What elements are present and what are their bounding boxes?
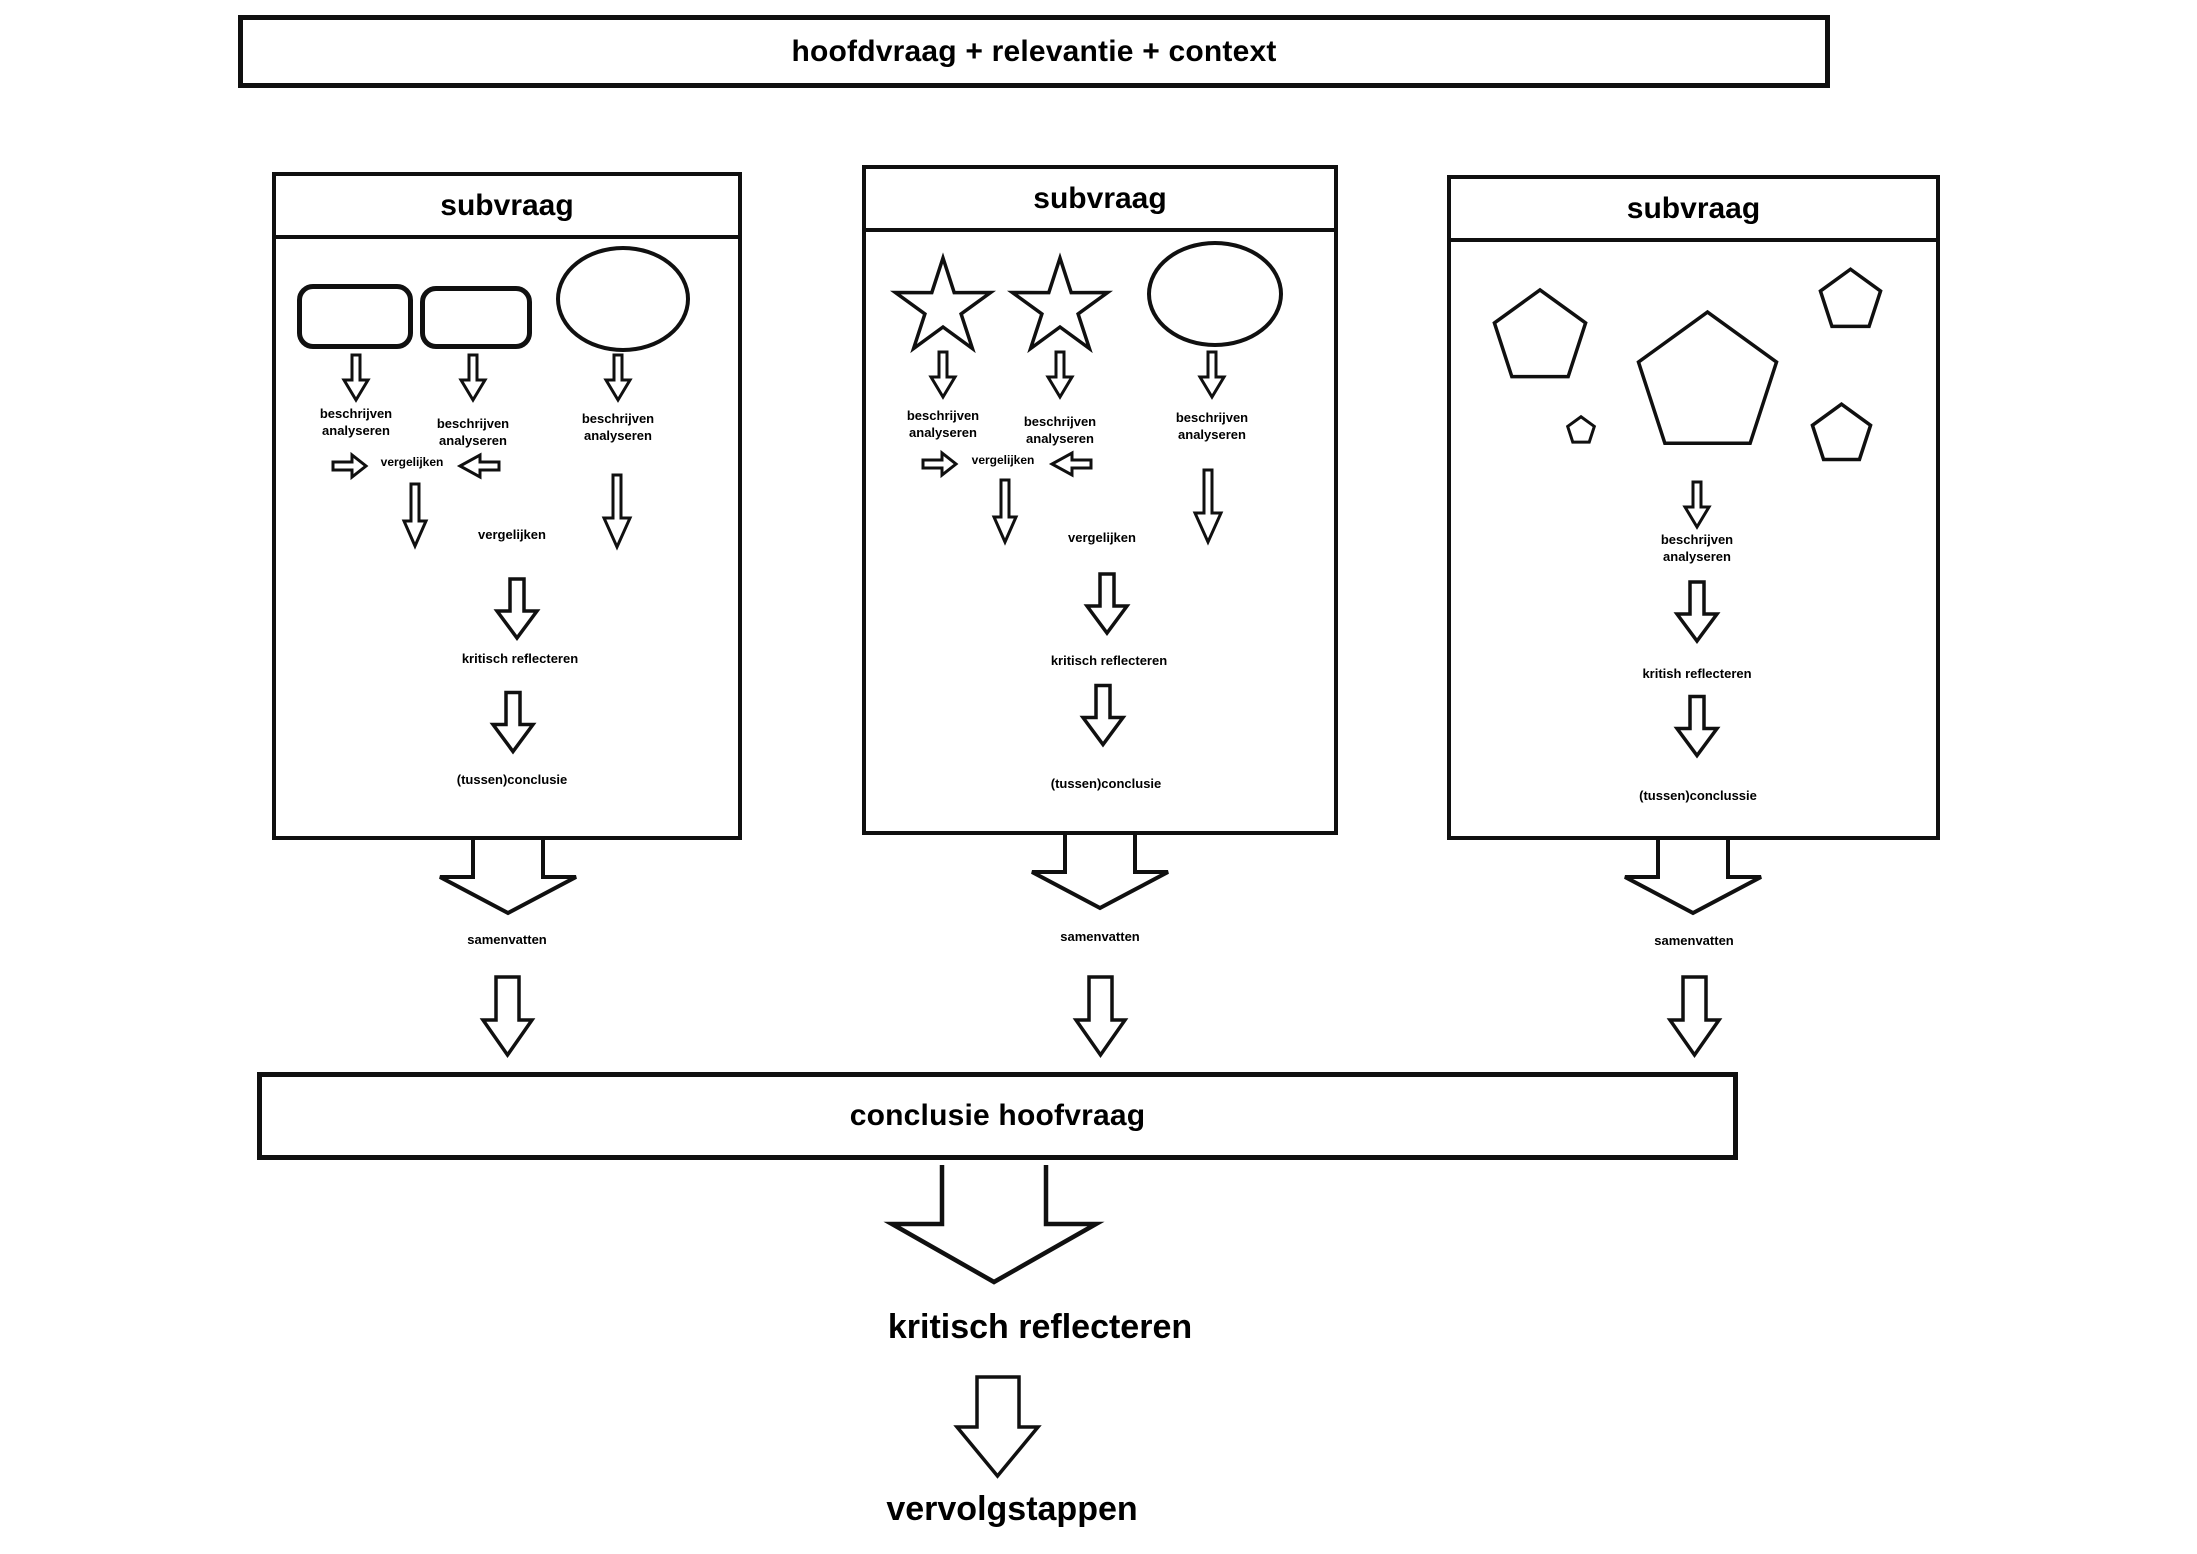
arrow-down-icon	[1081, 684, 1125, 747]
arrow-down-icon	[481, 975, 534, 1057]
arrow-down-icon	[1675, 695, 1719, 758]
arrow-right-icon	[922, 451, 958, 477]
arrow-left-icon	[1050, 451, 1092, 477]
next-steps-label: vervolgstappen	[886, 1490, 1138, 1528]
subquestion-box-3: subvraag beschrijven analyseren kritish …	[1447, 175, 1940, 840]
subquestion-box-1: subvraag beschrijven analyseren beschrij…	[272, 172, 742, 840]
subquestion-2-header: subvraag	[866, 169, 1334, 232]
subquestion-1-header: subvraag	[276, 176, 738, 239]
summarize-label: samenvatten	[1654, 933, 1734, 948]
arrow-down-icon	[602, 474, 632, 549]
subquestion-2-title: subvraag	[1033, 181, 1167, 215]
fat-arrow-down-icon	[1030, 835, 1170, 910]
describe-analyze-label: beschrijven analyseren	[436, 416, 510, 448]
rounded-rect-shape	[297, 284, 413, 349]
compare-inline-label: vergelijken	[971, 453, 1035, 467]
conclusion-bar-label: conclusie hoofvraag	[849, 1099, 1146, 1132]
arrow-down-icon	[992, 479, 1018, 544]
subquestion-1-title: subvraag	[440, 188, 574, 222]
pentagon-shape	[1567, 416, 1595, 443]
reflect-label: kritish reflecteren	[1642, 666, 1752, 681]
conclusion-bar: conclusie hoofvraag	[257, 1072, 1738, 1160]
conclusion-label: (tussen)conclussie	[1639, 788, 1757, 803]
summarize-label: samenvatten	[1060, 929, 1140, 944]
bottom-reflect-label: kritisch reflecteren	[887, 1308, 1193, 1346]
describe-analyze-label: beschrijven analyseren	[1175, 410, 1249, 442]
fat-arrow-down-icon	[890, 1165, 1098, 1284]
compare-center-label: vergelijken	[478, 527, 546, 542]
star-shape	[1010, 258, 1110, 353]
fat-arrow-down-icon	[1623, 840, 1763, 915]
arrow-down-icon	[1085, 573, 1129, 635]
conclusion-label: (tussen)conclusie	[1050, 776, 1162, 791]
arrow-down-icon	[1193, 469, 1223, 544]
describe-analyze-label: beschrijven analyseren	[581, 411, 655, 443]
describe-analyze-label: beschrijven analyseren	[1660, 532, 1734, 564]
pentagon-shape	[1635, 305, 1780, 451]
arrow-down-icon	[1046, 351, 1074, 399]
conclusion-label: (tussen)conclusie	[456, 772, 568, 787]
arrow-down-icon	[955, 1375, 1040, 1478]
main-question-bar: hoofdvraag + relevantie + context	[238, 15, 1830, 88]
arrow-down-icon	[1198, 351, 1226, 399]
arrow-left-icon	[458, 453, 500, 479]
arrow-down-icon	[929, 351, 957, 399]
rounded-rect-shape	[420, 286, 532, 349]
summarize-label: samenvatten	[467, 932, 547, 947]
fat-arrow-down-icon	[438, 840, 578, 915]
arrow-down-icon	[1074, 975, 1127, 1057]
main-question-label: hoofdvraag + relevantie + context	[791, 34, 1277, 68]
arrow-down-icon	[495, 578, 539, 640]
describe-analyze-label: beschrijven analyseren	[1023, 414, 1097, 446]
pentagon-shape	[1808, 403, 1875, 461]
pentagon-shape	[1818, 268, 1883, 328]
arrow-right-icon	[332, 453, 368, 479]
arrow-down-icon	[342, 354, 370, 402]
describe-analyze-label: beschrijven analyseren	[906, 408, 980, 440]
pentagon-shape	[1490, 288, 1590, 379]
reflect-label: kritisch reflecteren	[461, 651, 579, 666]
compare-inline-label: vergelijken	[380, 455, 444, 469]
ellipse-shape	[556, 246, 690, 352]
arrow-down-icon	[491, 691, 535, 754]
arrow-down-icon	[459, 354, 487, 402]
arrow-down-icon	[1683, 481, 1711, 529]
reflect-label: kritisch reflecteren	[1050, 653, 1168, 668]
compare-center-label: vergelijken	[1068, 530, 1136, 545]
arrow-down-icon	[402, 483, 428, 548]
arrow-down-icon	[1668, 975, 1721, 1057]
describe-analyze-label: beschrijven analyseren	[319, 406, 393, 438]
arrow-down-icon	[604, 354, 632, 402]
subquestion-3-header: subvraag	[1451, 179, 1936, 242]
subquestion-3-title: subvraag	[1626, 191, 1761, 225]
arrow-down-icon	[1675, 581, 1719, 643]
ellipse-shape	[1147, 241, 1283, 347]
star-shape	[893, 258, 993, 353]
subquestion-box-2: subvraag beschrijven analyseren beschrij…	[862, 165, 1338, 835]
